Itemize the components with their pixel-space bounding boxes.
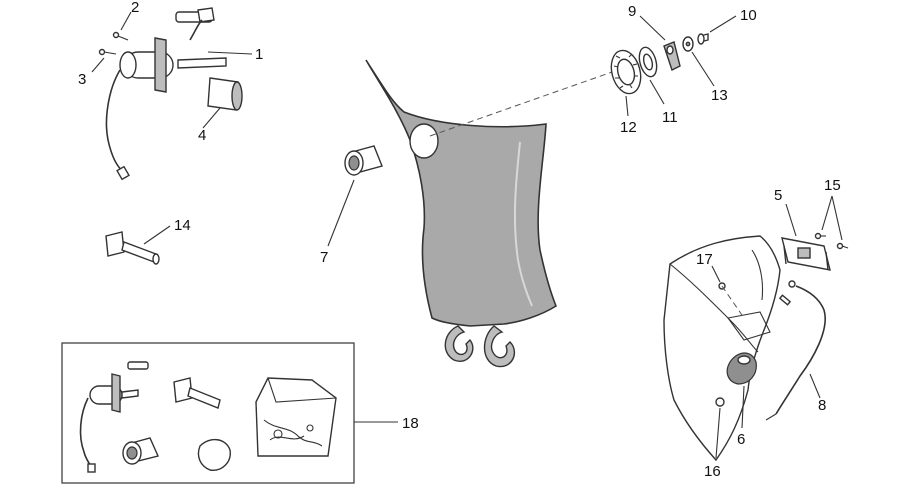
- leader-16: [715, 407, 721, 459]
- callout-13: 13: [711, 87, 728, 104]
- frame-body-part: [663, 235, 781, 462]
- callout-9: 9: [628, 3, 636, 20]
- leader-10: [709, 15, 737, 33]
- lock-nut-part: [610, 49, 642, 95]
- callout-7: 7: [320, 249, 328, 266]
- leader-13: [691, 51, 715, 87]
- bracket-screws-part: [814, 232, 849, 250]
- callout-17: 17: [696, 251, 713, 268]
- leader-15a: [821, 195, 833, 231]
- leader-11: [649, 79, 665, 105]
- nut-part: [715, 397, 725, 407]
- callout-12: 12: [620, 119, 637, 136]
- leader-4: [202, 107, 221, 129]
- callout-3: 3: [78, 71, 86, 88]
- release-cable-part: [765, 280, 826, 421]
- leader-12: [625, 95, 629, 117]
- callout-18: 18: [402, 415, 419, 432]
- screw-part: [697, 33, 709, 45]
- leader-15b: [831, 195, 843, 241]
- seat-lock-part: [726, 352, 757, 385]
- leader-1: [207, 51, 253, 55]
- callout-5: 5: [774, 187, 782, 204]
- callout-4: 4: [198, 127, 206, 144]
- small-washer-part: [682, 36, 694, 52]
- assembly-axis-line: [429, 71, 613, 137]
- ignition-switch-part: [98, 7, 227, 181]
- leader-9: [639, 15, 666, 41]
- lock-kit-box: [61, 342, 355, 484]
- front-panel-part: [365, 59, 557, 368]
- callout-8: 8: [818, 397, 826, 414]
- callout-15: 15: [824, 177, 841, 194]
- callout-6: 6: [737, 431, 745, 448]
- callout-1: 1: [255, 46, 263, 63]
- grommet-part: [344, 145, 383, 176]
- leader-6: [741, 385, 745, 429]
- callout-16: 16: [704, 463, 721, 480]
- leader-8: [809, 373, 821, 399]
- screw-axis-line: [721, 285, 745, 319]
- seat-lock-bracket-part: [781, 237, 831, 271]
- leader-14: [143, 225, 171, 245]
- leader-3: [91, 57, 105, 73]
- leader-17: [711, 265, 721, 283]
- leader-7: [327, 179, 355, 247]
- callout-10: 10: [740, 7, 757, 24]
- key-cylinder-cap-part: [207, 77, 243, 111]
- washer-part: [638, 46, 658, 78]
- lock-tab-part: [663, 41, 681, 71]
- key-part: [105, 231, 160, 265]
- callout-11: 11: [662, 109, 678, 126]
- leader-2: [120, 11, 132, 31]
- callout-14: 14: [174, 217, 191, 234]
- leader-5: [785, 203, 797, 237]
- callout-2: 2: [131, 0, 139, 16]
